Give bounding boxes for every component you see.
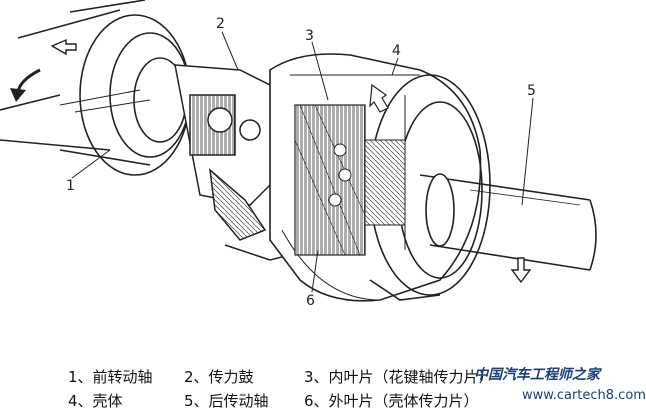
- legend-item-housing: 4、壳体: [68, 392, 123, 410]
- rotation-arrow-front: [10, 38, 77, 102]
- callout-1: 1: [66, 178, 75, 194]
- callout-numbers: 1 2 3 4 5 6: [66, 16, 536, 309]
- legend-item-inner-plates: 3、内叶片（花键轴传力片）: [304, 368, 494, 386]
- legend-item-front-shaft: 1、前转动轴: [68, 368, 153, 386]
- viscous-coupling-cutaway: 1 2 3 4 5 6: [0, 0, 597, 309]
- callout-4: 4: [392, 43, 401, 59]
- legend: 1、前转动轴 2、传力鼓 3、内叶片（花键轴传力片） 4、壳体 5、后传动轴 6…: [0, 352, 620, 413]
- plate-pack: [294, 104, 406, 256]
- callout-6: 6: [306, 293, 315, 309]
- legend-item-rear-shaft: 5、后传动轴: [184, 392, 269, 410]
- rotation-arrow-housing: [369, 83, 389, 113]
- legend-item-outer-plates: 6、外叶片（壳体传力片）: [304, 392, 479, 410]
- rear-drive-shaft: [419, 173, 597, 271]
- rotation-arrow-rear: [510, 257, 532, 284]
- legend-item-drum: 2、传力鼓: [184, 368, 254, 386]
- front-drive-shaft: [0, 0, 191, 176]
- callout-5: 5: [527, 83, 536, 99]
- callout-2: 2: [216, 16, 225, 32]
- watermark-url: www.cartech8.com: [522, 388, 646, 403]
- watermark-brand: 中国汽车工程师之家: [474, 367, 600, 383]
- diagram-stage: 1 2 3 4 5 6: [0, 0, 597, 309]
- callout-3: 3: [305, 28, 314, 44]
- transmission-drum: [174, 64, 291, 261]
- leader-lines: [71, 31, 534, 293]
